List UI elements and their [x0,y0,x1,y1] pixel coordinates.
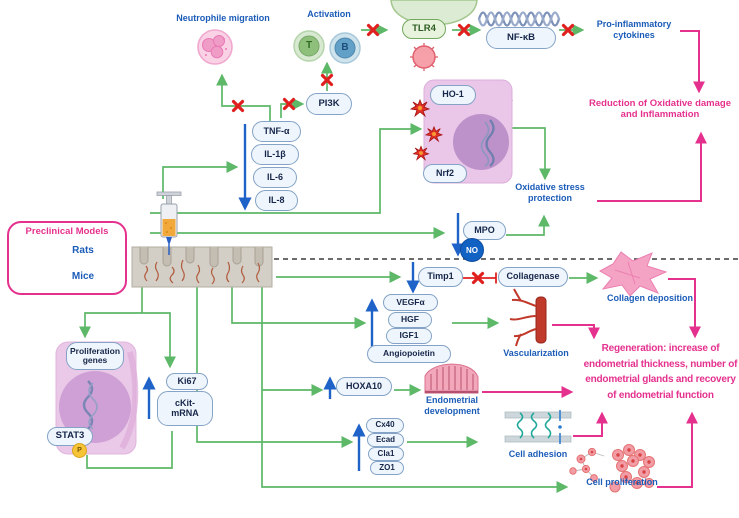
arrow-vessel-to-regeneration [552,324,600,340]
oxidative-cell-icon [423,79,513,184]
reduction-label: Reduction of Oxidative damage and Inflam… [589,98,731,121]
endometrium-tissue-icon [131,246,273,288]
arrow-no-to-protection [506,214,550,236]
neutrophile-migration-label: Neutrophile migration [176,13,270,23]
t-cell-label: T [305,40,313,51]
stat3-ckit-connector [86,431,173,469]
t-cell-icon [293,30,325,62]
arrow-to-growth-factors [231,283,367,329]
x-icon [231,99,245,113]
arrow-cytokines-to-reduction [680,30,705,94]
preclinical-title: Preclinical Models [25,226,109,237]
stat3-node: STAT3 [47,427,93,446]
x-icon [282,97,296,111]
x-icon [366,23,380,37]
x-icon [457,23,471,37]
proliferation-genes-node: Proliferation genes [66,342,124,370]
regeneration-label: Regeneration: increase of endometrial th… [583,343,738,401]
collagen-icon [598,251,668,297]
inhibition-marks [231,23,575,285]
cytokine-il6: IL-6 [253,167,297,188]
arrow-collagen-to-regeneration [668,278,701,339]
neutrophil-icon [197,29,233,65]
ckit-mrna-node: cKit-mRNA [157,391,213,426]
b-cell-label: B [341,42,349,53]
collagen-deposition-label: Collagen deposition [606,293,693,303]
x-icon [561,23,575,37]
pro-inflammatory-label: Pro-inflammatory cytokines [596,19,672,40]
arrow-cell-to-protection [512,127,551,181]
arrow-to-cell-proliferation [261,390,569,493]
cytokine-tnfa: TNF-α [252,121,301,142]
pink-arrows [113,30,707,488]
arrow-to-neutrophil [216,73,271,121]
arrow-to-ho1-cell [150,123,423,214]
endometrial-development-label: Endometrial development [424,395,480,416]
factor-vegfa: VEGFα [383,294,438,311]
preclinical-models-box [7,221,127,295]
endometrial-tissue-icon [424,363,479,394]
ho1-node: HO-1 [430,85,476,105]
arrow-to-adhesion-markers [196,283,354,448]
tlr4-node: TLR4 [402,19,446,39]
cytokine-il8: IL-8 [255,190,298,211]
vascularization-label: Vascularization [503,348,569,358]
cell-proliferation-label: Cell proliferation [586,477,658,487]
cell-proliferation-icon [569,444,655,493]
oxidative-protection-label: Oxidative stress protection [515,182,585,203]
nrf2-node: Nrf2 [423,164,467,183]
marker-cla1: Cla1 [368,447,404,461]
virus-icon [410,43,438,71]
arrow-to-proliferation-cell [79,312,142,339]
hoxa10-node: HOXA10 [336,377,392,396]
cytokine-il1b: IL-1β [251,144,299,165]
arrow-adhesion-to-regeneration [573,411,608,437]
marker-cx40: Cx40 [366,418,404,433]
green-arrows [79,24,599,493]
mpo-node: MPO [463,221,506,240]
pi3k-node: PI3K [306,93,352,115]
mice-label: Mice [71,271,95,282]
ros-icon [409,98,444,161]
phospho-badge: P [72,443,87,458]
timp1-node: Timp1 [418,267,463,287]
blood-vessel-icon [509,288,547,347]
cell-adhesion-icon [504,410,572,444]
marker-ecad: Ecad [367,433,404,447]
arrow-to-hoxa10 [261,283,324,396]
factor-angiopoietin: Angiopoietin [367,345,451,363]
activation-label: Activation [307,9,351,19]
marker-zo1: ZO1 [370,461,404,475]
b-cell-icon [329,32,361,64]
arrow-to-ki67 [142,312,176,369]
arrow-proliferation-to-regeneration [657,411,698,488]
factor-hgf: HGF [388,312,432,328]
factor-igf1: IGF1 [386,328,432,344]
collagenase-node: Collagenase [498,267,568,287]
x-icon [320,73,334,87]
cell-adhesion-label: Cell adhesion [508,449,568,459]
dna-helix-icon [477,11,561,27]
arrow-to-pi3k [280,98,305,118]
no-node: NO [460,238,484,262]
arrow-to-cytokine-stack [162,161,239,199]
nfkb-node: NF-κB [486,27,556,49]
ki67-node: Ki67 [166,373,208,390]
syringe-icon [156,191,182,255]
rats-label: Rats [72,245,94,256]
arrow-protection-to-reduction [597,131,707,202]
timp1-inhibits-collagenase [463,272,497,284]
